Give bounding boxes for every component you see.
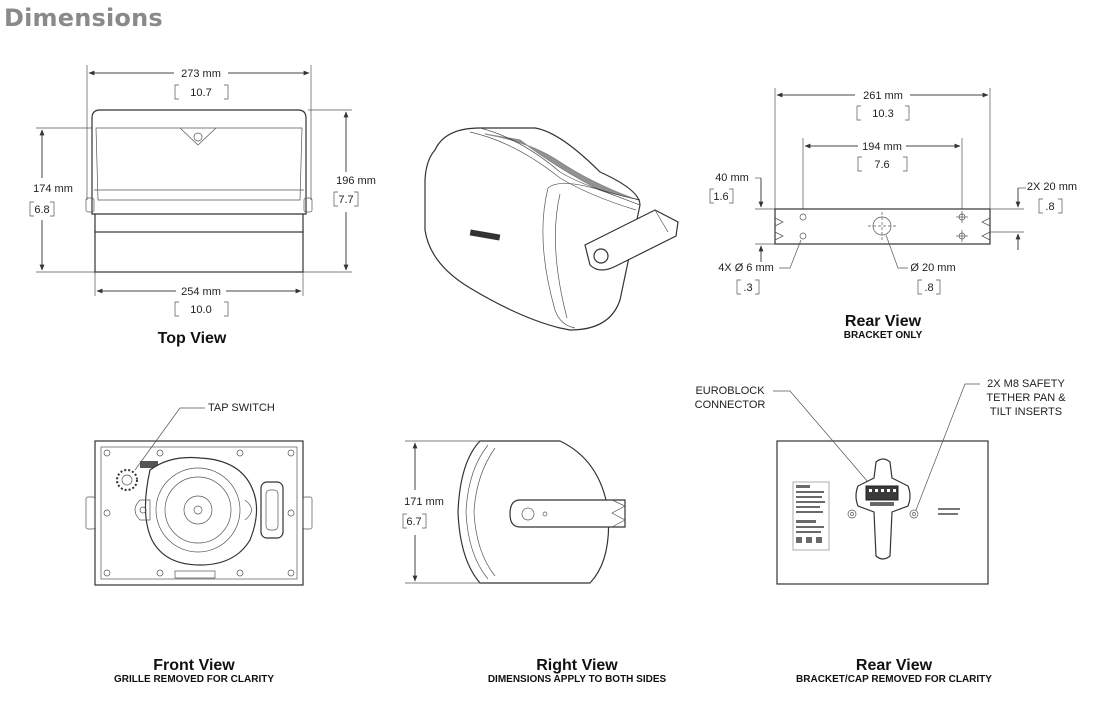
top-depth-left-in: 6.8 (34, 204, 49, 216)
top-inner-width-mm: 254 mm (181, 286, 221, 298)
right-view-title: Right View (536, 657, 618, 674)
top-depth-right-in: 7.7 (338, 194, 353, 206)
bracket-slot-mm: 2X 20 mm (1027, 181, 1077, 193)
tether-label-line3: TILT INSERTS (990, 406, 1062, 418)
top-depth-left-mm: 174 mm (33, 183, 73, 195)
rear-view-subtitle: BRACKET/CAP REMOVED FOR CLARITY (796, 674, 992, 685)
right-height-in: 6.7 (406, 516, 421, 528)
rear-view: EUROBLOCK CONNECTOR 2X M8 SAFETY TETHER … (695, 378, 1067, 685)
bracket-width-mm: 261 mm (863, 90, 903, 102)
front-view: TAP SWITCH Front View GRILLE REMOVED FOR… (85, 402, 313, 685)
bracket-width-in: 10.3 (872, 108, 893, 120)
tether-label-line2: TETHER PAN & (986, 392, 1066, 404)
rear-bracket-subtitle: BRACKET ONLY (844, 330, 923, 341)
bracket-small-holes-mm: 4X Ø 6 mm (718, 262, 774, 274)
top-inner-width-in: 10.0 (190, 304, 211, 316)
top-width-in: 10.7 (190, 87, 211, 99)
isometric-view (424, 127, 679, 331)
euroblock-label-line1: EUROBLOCK (695, 385, 765, 397)
bracket-height-mm: 40 mm (715, 172, 749, 184)
rear-bracket-title: Rear View (845, 313, 922, 330)
bracket-center-hole-in: .8 (924, 282, 933, 294)
top-view-title: Top View (158, 330, 227, 347)
front-view-subtitle: GRILLE REMOVED FOR CLARITY (114, 674, 274, 685)
right-view-subtitle: DIMENSIONS APPLY TO BOTH SIDES (488, 674, 667, 685)
bracket-hole-spacing-in: 7.6 (874, 159, 889, 171)
bracket-center-hole-mm: Ø 20 mm (910, 262, 955, 274)
bracket-small-holes-in: .3 (743, 282, 752, 294)
tap-switch-label: TAP SWITCH (208, 402, 275, 414)
bracket-hole-spacing-mm: 194 mm (862, 141, 902, 153)
page-title: Dimensions (4, 4, 163, 32)
rear-bracket-view: 261 mm 10.3 194 mm 7.6 40 mm 1.6 (709, 88, 1077, 341)
rear-view-title: Rear View (856, 657, 933, 674)
bracket-height-in: 1.6 (713, 191, 728, 203)
top-view: 273 mm 10.7 254 mm 10.0 174 mm 6.8 196 m… (29, 65, 376, 347)
bracket-slot-in: .8 (1045, 201, 1054, 213)
top-width-mm: 273 mm (181, 68, 221, 80)
top-depth-right-mm: 196 mm (336, 175, 376, 187)
right-height-mm: 171 mm (404, 496, 444, 508)
front-view-title: Front View (153, 657, 235, 674)
euroblock-label-line2: CONNECTOR (695, 399, 766, 411)
right-view: 171 mm 6.7 Right View DIMENSIONS APPLY T… (402, 440, 667, 685)
tether-label-line1: 2X M8 SAFETY (987, 378, 1065, 390)
